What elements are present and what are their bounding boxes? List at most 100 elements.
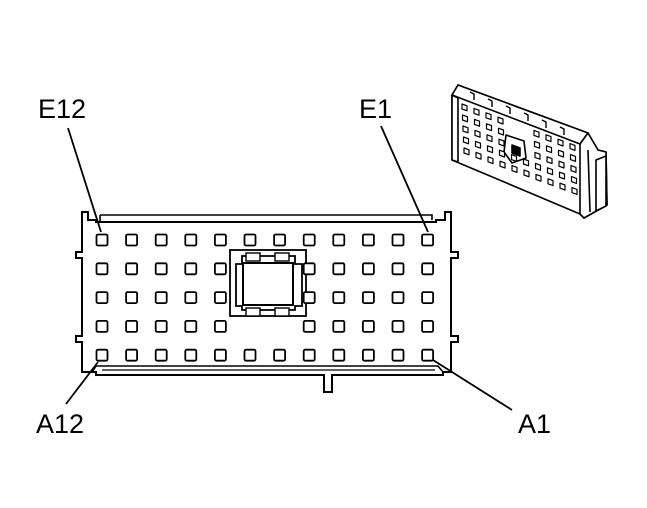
iso-cavity — [473, 118, 481, 127]
leader-lines — [65, 125, 513, 411]
leader-e12 — [67, 127, 102, 233]
pin-cavity — [391, 291, 405, 305]
pin-cavity — [125, 319, 138, 333]
pin-cavity — [302, 233, 316, 247]
pin-cavity — [95, 319, 109, 333]
pin-cavity — [125, 348, 138, 362]
iso-cavity — [546, 156, 553, 165]
iso-cavity — [570, 176, 578, 184]
pin-cavity — [273, 233, 287, 247]
iso-cavity — [486, 145, 494, 154]
leader-a12 — [65, 361, 99, 405]
iso-cavity — [461, 103, 468, 112]
iso-cavity — [569, 143, 576, 151]
pin-cavity — [421, 291, 435, 305]
pin-cavity — [184, 233, 198, 247]
pin-cavity — [243, 348, 257, 362]
pin-label-e1: E1 — [359, 94, 392, 124]
pin-cavities — [95, 233, 435, 362]
pin-cavity — [125, 262, 138, 276]
pin-cavity — [361, 262, 375, 276]
pin-cavity — [154, 262, 168, 276]
iso-cavity — [557, 138, 564, 147]
pin-cavity — [361, 319, 375, 333]
iso-cavity — [473, 107, 480, 116]
iso-cavity — [498, 138, 505, 147]
pin-cavity — [125, 233, 138, 247]
pin-cavity — [421, 348, 435, 362]
pin-label-a1: A1 — [518, 409, 551, 439]
iso-cavity — [487, 156, 494, 165]
pin-cavity — [302, 262, 316, 276]
iso-cavity — [497, 127, 505, 136]
pin-cavity — [154, 233, 168, 247]
pin-cavity — [213, 233, 227, 247]
iso-cavity — [558, 171, 566, 180]
pin-cavity — [154, 348, 168, 362]
connector-face-view — [75, 211, 459, 393]
iso-cavity — [463, 147, 470, 156]
pin-cavity — [332, 348, 346, 362]
pin-cavity — [125, 291, 138, 305]
pin-cavity — [184, 348, 198, 362]
pin-cavity — [95, 348, 109, 362]
pin-cavity — [302, 291, 316, 305]
pin-cavity — [184, 319, 198, 333]
pin-cavity — [391, 262, 405, 276]
iso-cavity — [498, 149, 506, 158]
iso-cavity — [535, 173, 542, 182]
pin-cavity — [391, 348, 405, 362]
pin-cavity — [213, 319, 227, 333]
iso-cavity — [486, 134, 493, 143]
pin-cavity — [243, 233, 257, 247]
pin-cavity — [213, 348, 227, 362]
pin-cavity — [361, 348, 375, 362]
iso-cavity — [485, 123, 493, 132]
pin-cavity — [213, 291, 227, 305]
pin-cavity — [154, 291, 168, 305]
leader-e1 — [380, 125, 429, 233]
pin-cavity — [332, 262, 346, 276]
pin-cavity — [95, 262, 109, 276]
pin-cavity — [421, 319, 435, 333]
iso-cavity — [545, 145, 553, 154]
pin-cavity — [361, 291, 375, 305]
iso-cavity — [545, 134, 552, 143]
iso-cavity — [558, 160, 565, 169]
pin-cavity — [184, 262, 198, 276]
pin-cavity — [361, 233, 375, 247]
iso-cavity — [510, 154, 518, 162]
iso-cavity — [534, 151, 541, 160]
iso-cavity — [511, 165, 518, 173]
pin-cavity — [95, 233, 109, 247]
iso-cavity — [546, 167, 554, 176]
pin-cavity — [332, 291, 346, 305]
pin-cavity — [184, 291, 198, 305]
iso-cavity — [475, 151, 482, 160]
pin-cavity — [332, 233, 346, 247]
iso-cavity — [569, 154, 577, 162]
iso-cavity — [570, 165, 577, 173]
pin-cavity — [273, 348, 287, 362]
center-lock-boss — [229, 249, 307, 317]
iso-cavity — [522, 158, 530, 167]
iso-cavity — [499, 160, 506, 169]
iso-cavity — [523, 169, 530, 178]
iso-cavity — [462, 136, 470, 145]
iso-cavity — [474, 140, 482, 149]
iso-cavity — [559, 182, 566, 191]
pin-cavity — [154, 319, 168, 333]
pin-cavity — [302, 319, 316, 333]
pin-cavity — [391, 319, 405, 333]
pin-cavity — [391, 233, 405, 247]
pin-label-a12: A12 — [36, 409, 84, 439]
iso-cavity — [547, 178, 554, 187]
iso-cavity — [461, 114, 469, 123]
pin-cavity — [421, 262, 435, 276]
pin-cavity — [332, 319, 346, 333]
connector-3d-view — [451, 84, 608, 219]
iso-cavity — [485, 112, 492, 121]
iso-cavity — [474, 129, 481, 138]
pin-cavity — [95, 291, 109, 305]
iso-cavity — [534, 162, 542, 171]
